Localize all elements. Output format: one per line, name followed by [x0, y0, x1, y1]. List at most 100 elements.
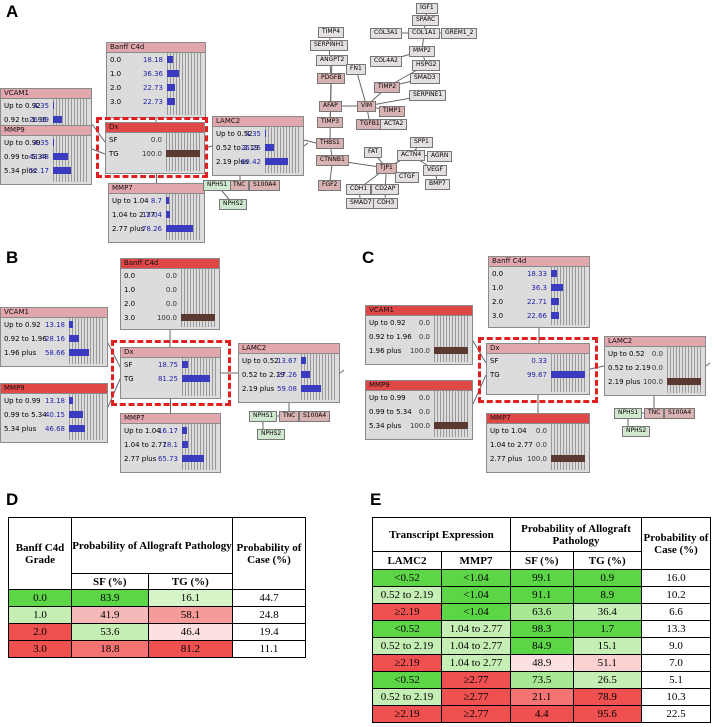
gene-node[interactable]: GREM1_2: [441, 28, 478, 39]
probability-bar: [167, 98, 175, 105]
gene-node-b[interactable]: NPHS2: [257, 429, 286, 440]
gene-node[interactable]: TIMP3: [317, 117, 344, 128]
gene-node[interactable]: THBS1: [316, 138, 344, 149]
probability-bar: [53, 102, 54, 109]
gene-node[interactable]: COL3A1: [370, 28, 402, 39]
gene-node[interactable]: NPHS2: [219, 199, 248, 210]
gene-node[interactable]: VIM: [357, 101, 377, 112]
state-value: 13.18: [44, 397, 65, 405]
state-label: Up to 1.04: [490, 427, 527, 435]
probability-bar: [182, 427, 187, 434]
gene-node[interactable]: CTGF: [395, 172, 419, 183]
sf-cell: 98.3: [510, 620, 574, 638]
gene-node[interactable]: PDGFB: [317, 73, 346, 84]
gene-node[interactable]: CDH1: [346, 184, 372, 195]
state-label: 1.04 to 2.77: [124, 441, 167, 449]
state-value: 4.35: [33, 102, 49, 110]
gene-node[interactable]: IGF1: [416, 3, 438, 14]
gene-node[interactable]: SERPINE1: [409, 90, 447, 101]
gene-node[interactable]: AFAP: [319, 101, 342, 112]
case-cell: 22.5: [641, 705, 711, 723]
sf-cell: 63.6: [510, 603, 574, 621]
state-value: 22.71: [526, 298, 547, 306]
gene-node[interactable]: CD2AP: [371, 184, 400, 195]
gene-node[interactable]: TIMP4: [318, 27, 345, 38]
state-label: 3.0: [492, 312, 504, 320]
gene-node[interactable]: TNC: [229, 180, 250, 191]
gene-node[interactable]: ANGPT2: [316, 55, 349, 66]
state-value: 0.0: [418, 394, 430, 402]
state-label: 2.77 plus: [124, 455, 157, 463]
state-label: 2.19 plus: [242, 385, 275, 393]
state-label: 1.96 plus: [4, 349, 37, 357]
gene-node[interactable]: AGRN: [427, 151, 453, 162]
probability-bar: [551, 312, 559, 319]
state-label: 0.92 to 1.96: [4, 116, 47, 124]
col-header-grade: Banff C4d Grade: [8, 517, 72, 590]
gene-node-b[interactable]: S100A4: [299, 411, 331, 422]
gene-node-c[interactable]: NPHS1: [614, 408, 643, 419]
gene-node[interactable]: BMP7: [425, 179, 450, 190]
gene-node[interactable]: COL1A1: [408, 28, 440, 39]
gene-node[interactable]: ACTN4: [397, 150, 426, 161]
state-label: SF: [109, 136, 118, 144]
gene-node[interactable]: MMP2: [409, 46, 435, 57]
gene-node[interactable]: TIMP2: [374, 82, 401, 93]
gene-node[interactable]: SMAD7: [346, 198, 376, 209]
gene-node-b[interactable]: NPHS1: [249, 411, 278, 422]
gene-node[interactable]: FGF2: [318, 180, 342, 191]
col-header-lamc2: LAMC2: [372, 551, 442, 570]
gene-node[interactable]: ACTA2: [380, 119, 408, 130]
state-label: 0.52 to 2.19: [608, 364, 651, 372]
gene-node[interactable]: COL4A2: [370, 56, 402, 67]
gene-node[interactable]: SMAD3: [410, 73, 440, 84]
gene-node[interactable]: VEGF: [423, 165, 447, 176]
gene-node[interactable]: CTNNB1: [316, 155, 349, 166]
gene-node[interactable]: SPP1: [410, 137, 433, 148]
gene-node[interactable]: SERPINH1: [310, 40, 348, 51]
gene-node-c[interactable]: TNC: [644, 408, 665, 419]
gene-node-b[interactable]: TNC: [279, 411, 300, 422]
gene-node[interactable]: NPHS1: [203, 180, 232, 191]
node-title: Banff C4d: [121, 259, 219, 269]
state-value: 0.0: [418, 333, 430, 341]
gene-node[interactable]: TJP1: [376, 163, 397, 174]
gene-node-c[interactable]: S100A4: [664, 408, 696, 419]
gene-node[interactable]: FN1: [346, 64, 366, 75]
gene-node[interactable]: S100A4: [249, 180, 281, 191]
sf-cell: 83.9: [71, 589, 149, 607]
gene-node[interactable]: TIMP1: [379, 106, 406, 117]
gene-node-c[interactable]: NPHS2: [622, 426, 651, 437]
probability-bar: [434, 347, 468, 354]
state-value: 100.0: [409, 347, 430, 355]
gene-node[interactable]: HSPG2: [412, 60, 441, 71]
gene-node[interactable]: CDH3: [373, 198, 399, 209]
probability-bar: [181, 314, 215, 321]
gene-node[interactable]: SPARC: [412, 15, 440, 26]
gene-node[interactable]: FAT: [364, 147, 383, 158]
